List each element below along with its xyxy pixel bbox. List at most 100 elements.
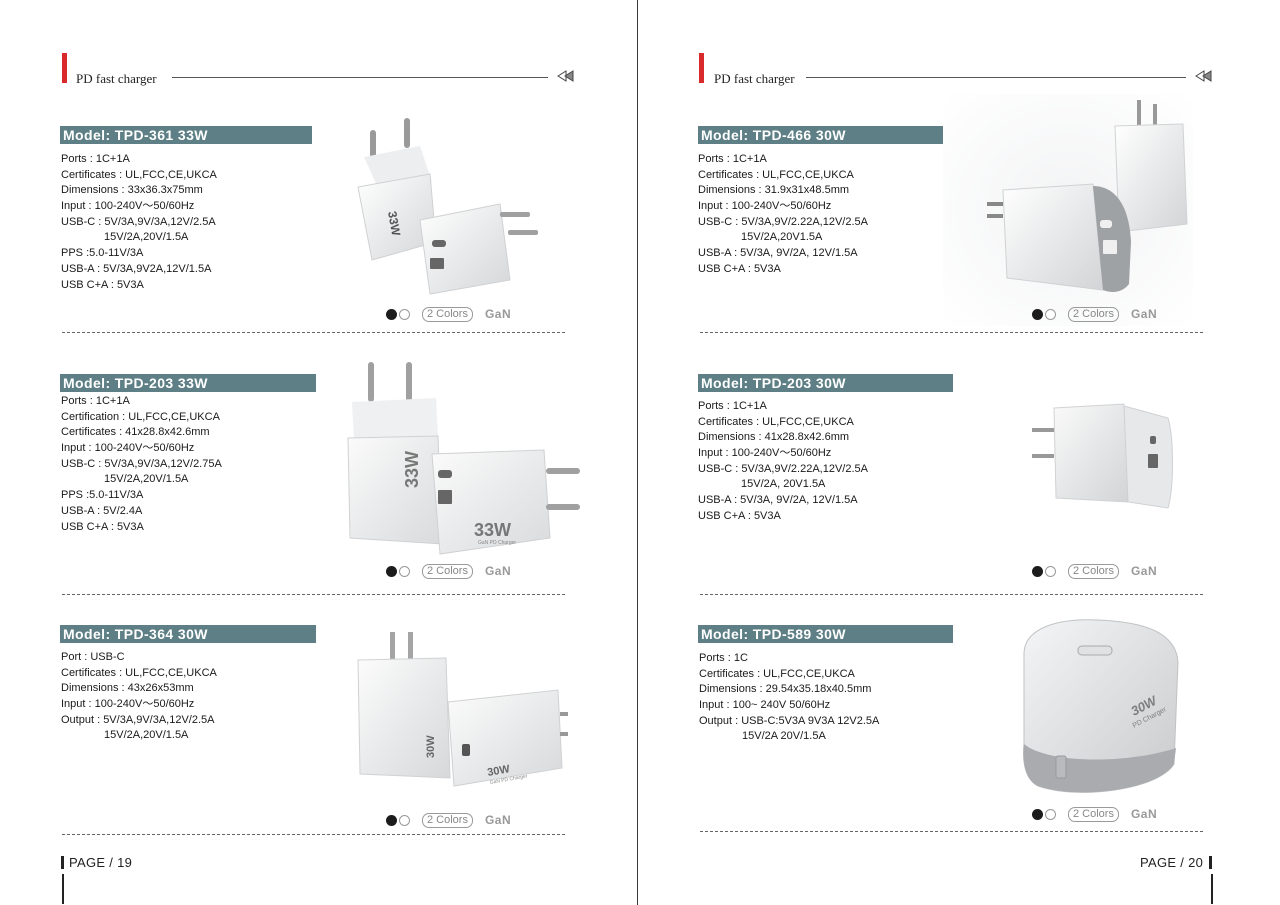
page-number: PAGE / 20 xyxy=(1140,855,1204,870)
colors-count-badge: 2 Colors xyxy=(1068,806,1119,822)
gan-label: GaN xyxy=(484,813,512,827)
color-swatch-black[interactable] xyxy=(1032,808,1043,820)
gan-label: GaN xyxy=(484,307,512,321)
spec-line: Input : 100-240V～50/60Hz xyxy=(698,200,832,213)
spec-line: Certification : UL,FCC,CE,UKCA xyxy=(61,410,220,423)
color-swatch-white[interactable] xyxy=(399,308,410,320)
spec-line: Ports : 1C+1A xyxy=(698,400,767,412)
product-label: 30W xyxy=(486,763,511,779)
section-divider xyxy=(700,831,1203,832)
model-title: Model: TPD-203 30W xyxy=(698,374,953,392)
spec-line: Input : 100~ 240V 50/60Hz xyxy=(699,699,831,712)
page-spine xyxy=(637,0,638,905)
model-title: Model: TPD-203 33W xyxy=(60,374,316,392)
gan-label: GaN xyxy=(1130,307,1158,321)
section-divider xyxy=(700,594,1203,595)
color-swatch-white[interactable] xyxy=(1045,308,1056,320)
spec-line: Ports : 1C+1A xyxy=(698,153,767,165)
spec-line: 15V/2A, 20V1.5A xyxy=(741,478,826,491)
header-rule xyxy=(806,77,1186,78)
gan-label: GaN xyxy=(1130,564,1158,578)
spec-line: PPS :5.0-11V/3A xyxy=(61,247,144,260)
colors-count-badge: 2 Colors xyxy=(1068,563,1119,579)
header-accent-bar xyxy=(62,53,67,83)
spec-line: USB C+A : 5V3A xyxy=(61,520,144,533)
spec-line: 15V/2A,20V/1.5A xyxy=(104,473,189,486)
colors-count-badge: 2 Colors xyxy=(422,306,473,322)
spec-line: Input : 100-240V～50/60Hz xyxy=(61,698,195,711)
color-swatch-black[interactable] xyxy=(386,308,397,320)
spec-line: Certificates : UL,FCC,CE,UKCA xyxy=(61,666,217,679)
spec-line: USB-C : 5V/3A,9V/2.22A,12V/2.5A xyxy=(698,462,868,475)
spec-line: Input : 100-240V～50/60Hz xyxy=(61,442,195,455)
spec-line: USB C+A : 5V3A xyxy=(61,278,144,291)
color-swatch-black[interactable] xyxy=(386,814,397,826)
product-image-tpd-203-33w: 33W 33W GaN PD Charger xyxy=(347,362,580,555)
spec-line: Dimensions : 29.54x35.18x40.5mm xyxy=(699,683,872,696)
spec-line: Input : 100-240V～50/60Hz xyxy=(61,200,195,213)
colors-count-badge: 2 Colors xyxy=(1068,306,1119,322)
header-rule xyxy=(172,77,548,78)
spec-line: USB-A : 5V/3A, 9V/2A, 12V/1.5A xyxy=(698,247,858,260)
section-divider xyxy=(62,594,565,595)
model-title: Model: TPD-364 30W xyxy=(60,625,316,643)
spec-line: USB-C : 5V/3A,9V/3A,12V/2.75A xyxy=(61,457,222,470)
spec-line: 15V/2A 20V/1.5A xyxy=(742,730,826,743)
header-title: PD fast charger xyxy=(76,71,157,86)
page-number: PAGE / 19 xyxy=(69,855,133,870)
color-swatch-black[interactable] xyxy=(386,565,397,577)
color-swatch-black[interactable] xyxy=(1032,565,1043,577)
spec-line: 15V/2A,20V1.5A xyxy=(741,231,823,244)
spec-line: USB-C : 5V/3A,9V/3A,12V/2.5A xyxy=(61,215,216,228)
spec-line: USB-A : 5V/3A, 9V/2A, 12V/1.5A xyxy=(698,494,858,507)
product-label: 30W xyxy=(425,735,437,758)
spec-line: Ports : 1C+1A xyxy=(61,153,130,165)
spec-line: Dimensions : 31.9x31x48.5mm xyxy=(698,184,850,197)
double-rewind-arrow-icon xyxy=(1195,70,1212,82)
product-image-tpd-466 xyxy=(943,94,1193,326)
color-swatch-white[interactable] xyxy=(399,565,410,577)
page-number-bar xyxy=(61,856,64,869)
spec-line: Output : USB-C:5V3A 9V3A 12V2.5A xyxy=(699,714,880,727)
page-right: PD fast charger Model: TPD-466 30W Ports… xyxy=(638,0,1280,905)
spec-line: USB-A : 5V/3A,9V2A,12V/1.5A xyxy=(61,262,212,275)
gan-label: GaN xyxy=(1130,807,1158,821)
spec-line: 15V/2A,20V/1.5A xyxy=(104,231,189,244)
footer-rule xyxy=(1211,874,1213,904)
spec-line: Certificates : UL,FCC,CE,UKCA xyxy=(698,168,854,181)
model-title: Model: TPD-361 33W xyxy=(60,126,312,144)
spec-list: Port : USB-C Certificates : UL,FCC,CE,UK… xyxy=(61,650,217,744)
spec-line: USB C+A : 5V3A xyxy=(698,262,781,275)
product-label: 33W xyxy=(402,451,422,488)
color-swatch-white[interactable] xyxy=(1045,565,1056,577)
color-options: 2 Colors GaN xyxy=(386,812,512,828)
spec-line: Port : USB-C xyxy=(61,651,125,663)
product-image-tpd-361: 33W xyxy=(357,118,538,295)
spec-line: USB-A : 5V/2.4A xyxy=(61,504,143,517)
spec-list: Ports : 1C+1A Certificates : UL,FCC,CE,U… xyxy=(61,152,217,293)
header-accent-bar xyxy=(699,53,704,83)
spec-list: Ports : 1C+1A Certificates : UL,FCC,CE,U… xyxy=(698,152,868,278)
product-label: 33W xyxy=(385,210,403,237)
spec-line: Dimensions : 41x28.8x42.6mm xyxy=(698,431,850,444)
spec-line: Certificates : UL,FCC,CE,UKCA xyxy=(61,168,217,181)
color-swatch-black[interactable] xyxy=(1032,308,1043,320)
product-label: 33W xyxy=(474,520,511,540)
spec-list: Ports : 1C+1A Certificates : UL,FCC,CE,U… xyxy=(698,399,868,525)
spec-list: Ports : 1C Certificates : UL,FCC,CE,UKCA… xyxy=(699,651,879,745)
spec-list: Ports : 1C+1A Certification : UL,FCC,CE,… xyxy=(61,394,222,535)
colors-count-badge: 2 Colors xyxy=(422,563,473,579)
spec-line: Certificates : UL,FCC,CE,UKCA xyxy=(698,415,854,428)
color-swatch-white[interactable] xyxy=(399,814,410,826)
double-rewind-arrow-icon xyxy=(557,70,574,82)
spec-line: Certificates : 41x28.8x42.6mm xyxy=(61,426,210,439)
color-swatch-white[interactable] xyxy=(1045,808,1056,820)
spec-line: Ports : 1C+1A xyxy=(61,395,130,407)
spec-line: PPS :5.0-11V/3A xyxy=(61,489,144,502)
spec-line: Input : 100-240V～50/60Hz xyxy=(698,447,832,460)
section-divider xyxy=(62,332,565,333)
product-image-tpd-364: 30W 30W GaN PD Charger xyxy=(357,632,568,787)
header-title: PD fast charger xyxy=(714,71,795,86)
color-options: 2 Colors GaN xyxy=(1032,306,1158,322)
spec-line: Dimensions : 43x26x53mm xyxy=(61,682,194,695)
